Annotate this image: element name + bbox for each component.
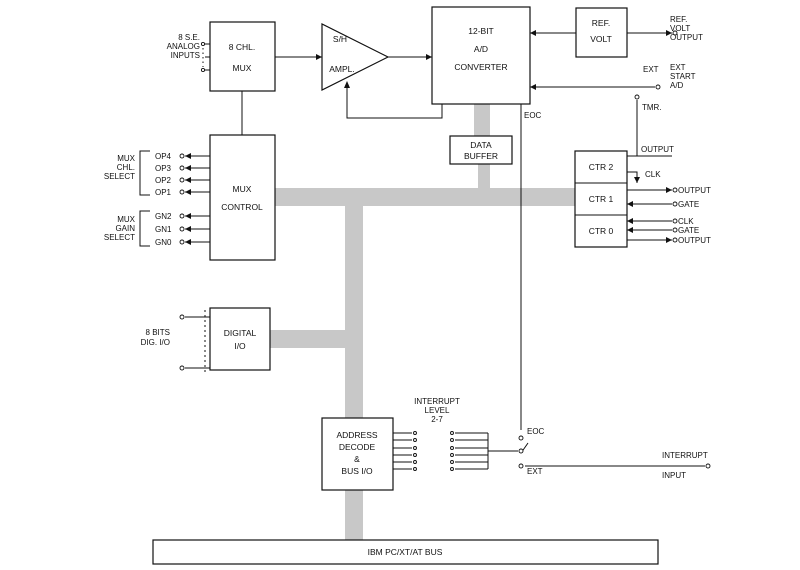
ctr0-output-label: OUTPUT (678, 236, 711, 245)
ref-volt-output-line2: VOLT (670, 24, 690, 33)
pc-bus-label: IBM PC/XT/AT BUS (368, 547, 443, 557)
signal-wires (139, 32, 705, 470)
counter-block: CTR 2 CTR 1 CTR 0 (574, 150, 628, 248)
ref-volt-label-line2: VOLT (590, 34, 612, 44)
ref-volt-label-line1: REF. (592, 18, 610, 28)
ref-volt-output-line3: OUTPUT (670, 33, 703, 42)
adc-label-line1: 12-BIT (468, 26, 494, 36)
address-decode-label-line3: & (354, 454, 360, 464)
mux-chl-select-line1: MUX (117, 154, 135, 163)
adc-block: 12-BIT A/D CONVERTER (431, 6, 531, 105)
interrupt-level-line3: 2-7 (431, 415, 443, 424)
analog-inputs-line1: 8 S.E. (178, 33, 200, 42)
address-decode-label-line1: ADDRESS (336, 430, 377, 440)
mux-chl-select-line3: SELECT (104, 172, 135, 181)
ref-volt-output-line1: REF. (670, 15, 687, 24)
gn0-label: GN0 (155, 238, 172, 247)
ctr0-gate-label: GATE (678, 226, 699, 235)
sample-hold-amplifier-block: S/H AMPL. (321, 23, 390, 91)
ctr0-clk-label: CLK (678, 217, 694, 226)
terminal-dots (179, 30, 711, 471)
ctr1-output-label: OUTPUT (678, 186, 711, 195)
tmr-label: TMR. (642, 103, 662, 112)
ctr1-gate-label: GATE (678, 200, 699, 209)
address-decode-block: ADDRESS DECODE & BUS I/O (321, 417, 394, 491)
ext-label: EXT (643, 65, 659, 74)
ctr2-label: CTR 2 (589, 162, 614, 172)
mux-8-channel-block: 8 CHL. MUX (209, 21, 276, 92)
op1-label: OP1 (155, 188, 172, 197)
mux-control-block: MUX CONTROL (209, 134, 276, 261)
data-buffer-label-line2: BUFFER (464, 151, 498, 161)
eoc-top-label: EOC (524, 111, 542, 120)
interrupt-input-line1: INTERRUPT (662, 451, 708, 460)
mux-gain-select-line1: MUX (117, 215, 135, 224)
ctr1-label: CTR 1 (589, 194, 614, 204)
ctr1-clk-label: CLK (645, 170, 661, 179)
op4-label: OP4 (155, 152, 172, 161)
dig-io-line1: 8 BITS (146, 328, 170, 337)
ext-start-ad-line2: START (670, 72, 696, 81)
sh-label: S/H (333, 34, 347, 44)
digital-io-block: DIGITAL I/O (209, 307, 271, 371)
gn1-label: GN1 (155, 225, 172, 234)
address-decode-label-line4: BUS I/O (341, 466, 373, 476)
interrupt-level-line1: INTERRUPT (414, 397, 460, 406)
data-buffer-block: DATA BUFFER (449, 135, 513, 165)
pc-bus-block: IBM PC/XT/AT BUS (152, 539, 659, 565)
mux-gain-select-line3: SELECT (104, 233, 135, 242)
interrupt-level-line2: LEVEL (425, 406, 450, 415)
op2-label: OP2 (155, 176, 172, 185)
mux8-label-line1: 8 CHL. (229, 42, 255, 52)
gn2-label: GN2 (155, 212, 172, 221)
signal-labels: 8 S.E. ANALOG INPUTS REF. VOLT OUTPUT EX… (104, 15, 711, 480)
mux-control-label-line2: CONTROL (221, 202, 263, 212)
adc-label-line2: A/D (474, 44, 488, 54)
data-buffer-label-line1: DATA (470, 140, 492, 150)
ctr0-label: CTR 0 (589, 226, 614, 236)
op3-label: OP3 (155, 164, 172, 173)
analog-inputs-line3: INPUTS (171, 51, 200, 60)
analog-inputs-line2: ANALOG (167, 42, 200, 51)
ctr2-output-label: OUTPUT (641, 145, 674, 154)
dig-io-line2: DIG. I/O (141, 338, 170, 347)
ext-start-ad-line3: A/D (670, 81, 684, 90)
digital-io-label-line1: DIGITAL (224, 328, 257, 338)
ref-volt-block: REF. VOLT (575, 7, 628, 58)
mux8-label-line2: MUX (233, 63, 252, 73)
adc-label-line3: CONVERTER (454, 62, 507, 72)
ext-start-ad-line1: EXT (670, 63, 686, 72)
interrupt-input-line2: INPUT (662, 471, 686, 480)
mux-chl-select-line2: CHL. (117, 163, 135, 172)
mux-control-label-line1: MUX (233, 184, 252, 194)
ext-bottom-label: EXT (527, 467, 543, 476)
address-decode-label-line2: DECODE (339, 442, 376, 452)
mux-gain-select-line2: GAIN (115, 224, 135, 233)
eoc-bottom-label: EOC (527, 427, 545, 436)
digital-io-label-line2: I/O (234, 341, 246, 351)
arrow-heads (185, 30, 672, 245)
ampl-label: AMPL. (329, 64, 355, 74)
